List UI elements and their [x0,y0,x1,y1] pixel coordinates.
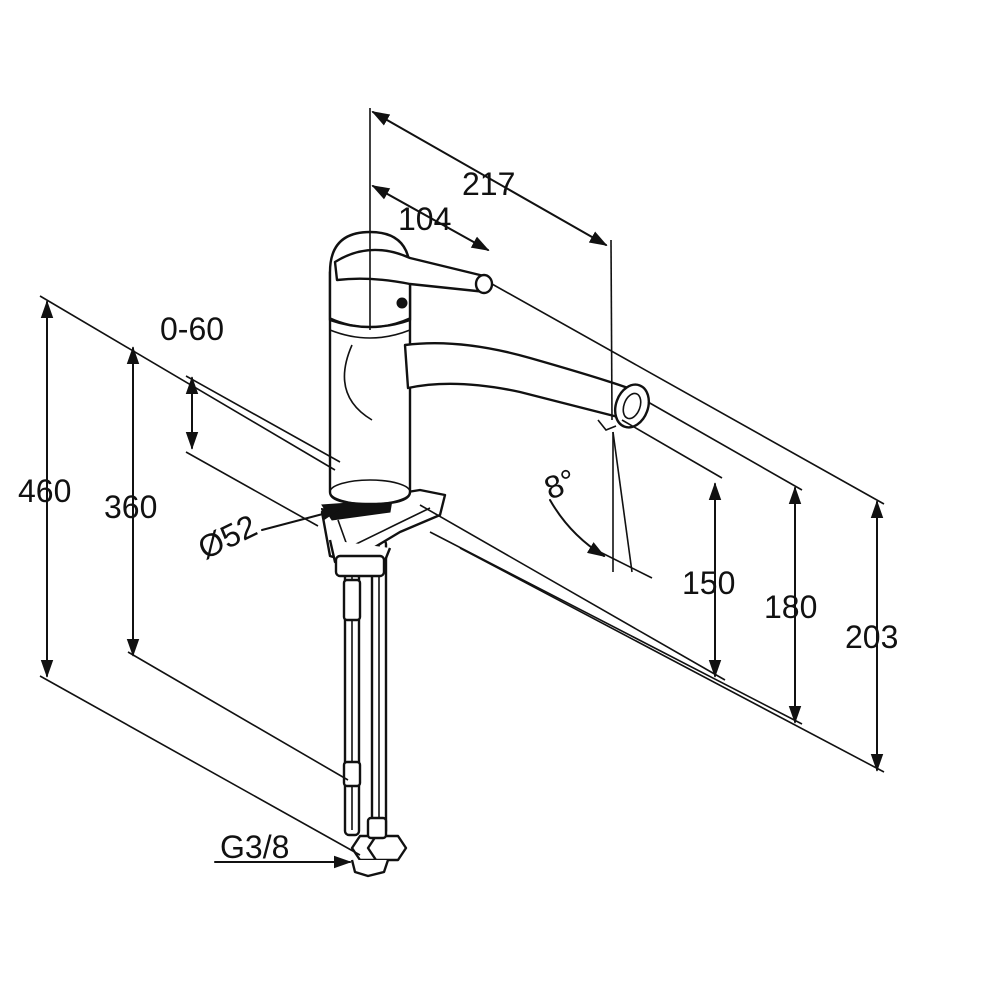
spout [403,341,651,431]
label-spout-angle: 8° [539,462,581,507]
dimension-lines [39,108,885,869]
label-overall-height: 460 [18,473,71,509]
lever-handle [333,248,494,295]
label-reach-total: 217 [462,166,515,202]
label-connection-thread: G3/8 [220,829,289,865]
supply-hoses [342,538,388,837]
label-base-diameter: Ø52 [192,507,262,566]
label-deck-thickness: 0-60 [160,311,224,347]
connection-nuts [350,816,408,878]
label-lever-reach: 104 [398,201,451,237]
label-lever-height: 203 [845,619,898,655]
label-inner-height: 360 [104,489,157,525]
faucet-illustration [320,230,651,878]
label-spout-height: 150 [682,565,735,601]
label-aerator-height: 180 [764,589,817,625]
